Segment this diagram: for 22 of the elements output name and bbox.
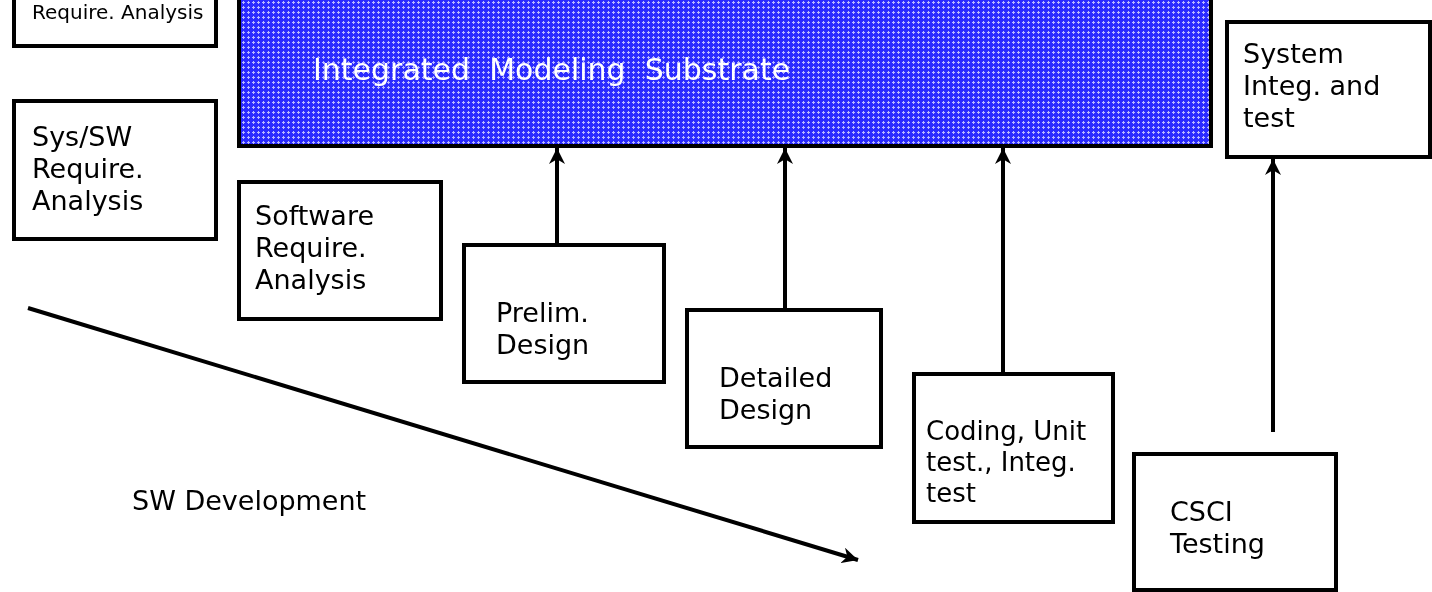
process-box	[237, 180, 443, 321]
process-box	[12, 0, 218, 48]
process-box	[462, 243, 666, 384]
box-label: CSCI Testing	[1170, 496, 1266, 560]
box-label: Prelim. Design	[496, 297, 591, 361]
box-label: System Integ. and test	[1243, 38, 1382, 134]
substrate-box	[237, 0, 1213, 148]
box-label: Sys/SW Require. Analysis	[32, 121, 145, 217]
arrow	[1265, 159, 1281, 432]
process-box	[12, 99, 218, 241]
axis-label: SW Development	[132, 485, 367, 516]
arrow	[995, 148, 1011, 372]
box-label: Coding, Unit test., Integ. test	[926, 416, 1088, 509]
process-box	[1225, 20, 1432, 159]
arrow	[777, 148, 793, 308]
process-box	[1132, 452, 1338, 592]
box-label: Software Require. Analysis	[255, 200, 376, 296]
box-label: Require. Analysis	[32, 0, 205, 24]
process-box	[912, 372, 1115, 524]
process-box	[685, 308, 883, 449]
box-label: Detailed Design	[719, 362, 834, 426]
arrow	[549, 148, 565, 243]
